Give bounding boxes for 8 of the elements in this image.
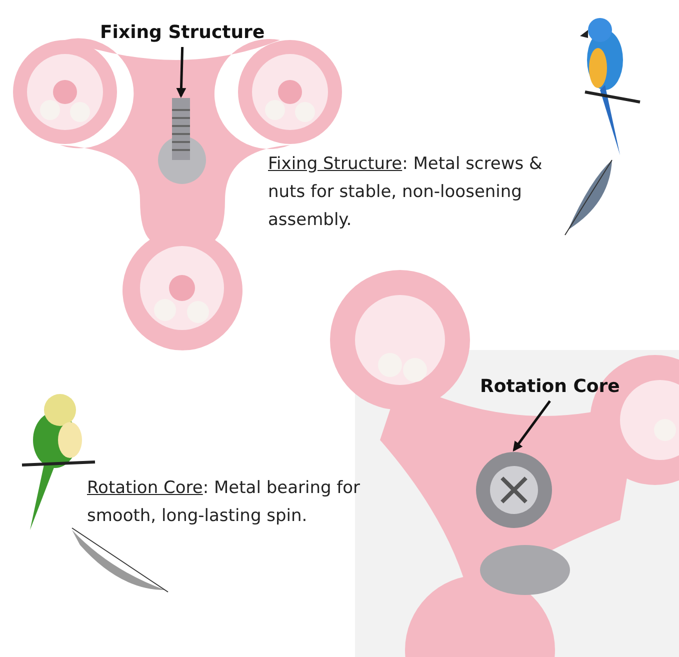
callout-label: Fixing Structure bbox=[100, 22, 265, 43]
screw bbox=[171, 98, 191, 160]
callout-label: Rotation Core bbox=[480, 376, 620, 397]
arrow bbox=[176, 46, 186, 98]
bearing bbox=[476, 452, 552, 528]
description-text: Fixing Structure: Metal screws & nuts for stable, non-loosening assembly. bbox=[268, 153, 544, 232]
description-text: Rotation Core: Metal bearing for smooth, long-lasting spin. bbox=[87, 477, 362, 528]
arrow bbox=[512, 400, 551, 452]
